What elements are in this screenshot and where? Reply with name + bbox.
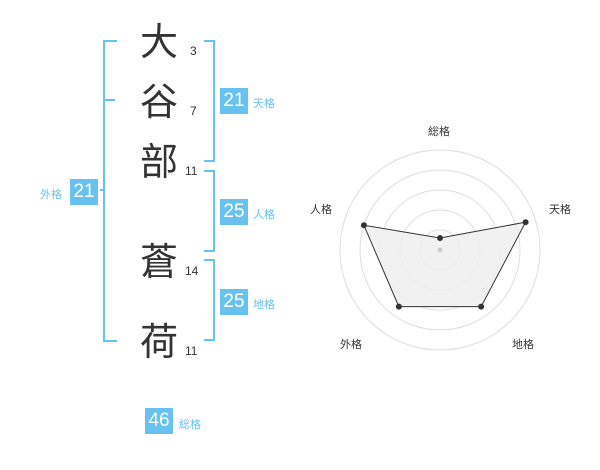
- name-char-4: 蒼: [140, 240, 179, 284]
- tenkaku-value-badge: 21: [220, 88, 248, 114]
- gaikaku-bracket: [103, 40, 117, 342]
- name-char-1: 大: [140, 20, 179, 64]
- name-char-5: 荷: [140, 320, 179, 364]
- chikaku-value-badge: 25: [220, 289, 248, 315]
- soukaku-value-badge: 46: [145, 408, 173, 434]
- radar-label-chikaku: 地格: [512, 338, 534, 351]
- radar-point-2: [478, 303, 485, 310]
- gaikaku-bracket-tick: [103, 99, 115, 101]
- fortune-radar-chart: [339, 149, 541, 351]
- radar-label-tenkaku: 天格: [549, 203, 571, 216]
- radar-point-4: [360, 222, 367, 229]
- soukaku-label: 総格: [179, 418, 201, 431]
- stroke-count-3: 11: [185, 164, 198, 178]
- radar-center-dot: [437, 247, 443, 253]
- gaikaku-label: 外格: [40, 188, 62, 201]
- stroke-count-5: 11: [185, 344, 198, 358]
- jinkaku-value-badge: 25: [220, 199, 248, 225]
- stroke-count-2: 7: [190, 104, 197, 118]
- chikaku-label: 地格: [253, 298, 275, 311]
- radar-series-polygon: [363, 221, 527, 308]
- stroke-count-4: 14: [185, 264, 199, 278]
- radar-label-soukaku: 総格: [428, 125, 450, 138]
- radar-point-3: [395, 303, 402, 310]
- chikaku-bracket: [204, 259, 215, 341]
- gaikaku-bracket-connector: [100, 189, 104, 191]
- radar-label-jinkaku: 人格: [310, 203, 332, 216]
- jinkaku-label: 人格: [253, 208, 275, 221]
- radar-point-1: [522, 219, 529, 226]
- radar-ring: [339, 149, 541, 351]
- jinkaku-bracket: [204, 170, 215, 252]
- gaikaku-value-badge: 21: [70, 179, 98, 205]
- name-char-3: 部: [140, 140, 179, 184]
- radar-label-gaikaku: 外格: [340, 338, 362, 351]
- stroke-count-1: 3: [190, 44, 197, 58]
- tenkaku-bracket: [204, 40, 215, 162]
- radar-point-0: [437, 235, 443, 241]
- radar-ring: [359, 169, 521, 331]
- name-char-2: 谷: [140, 80, 179, 124]
- tenkaku-label: 天格: [253, 97, 275, 110]
